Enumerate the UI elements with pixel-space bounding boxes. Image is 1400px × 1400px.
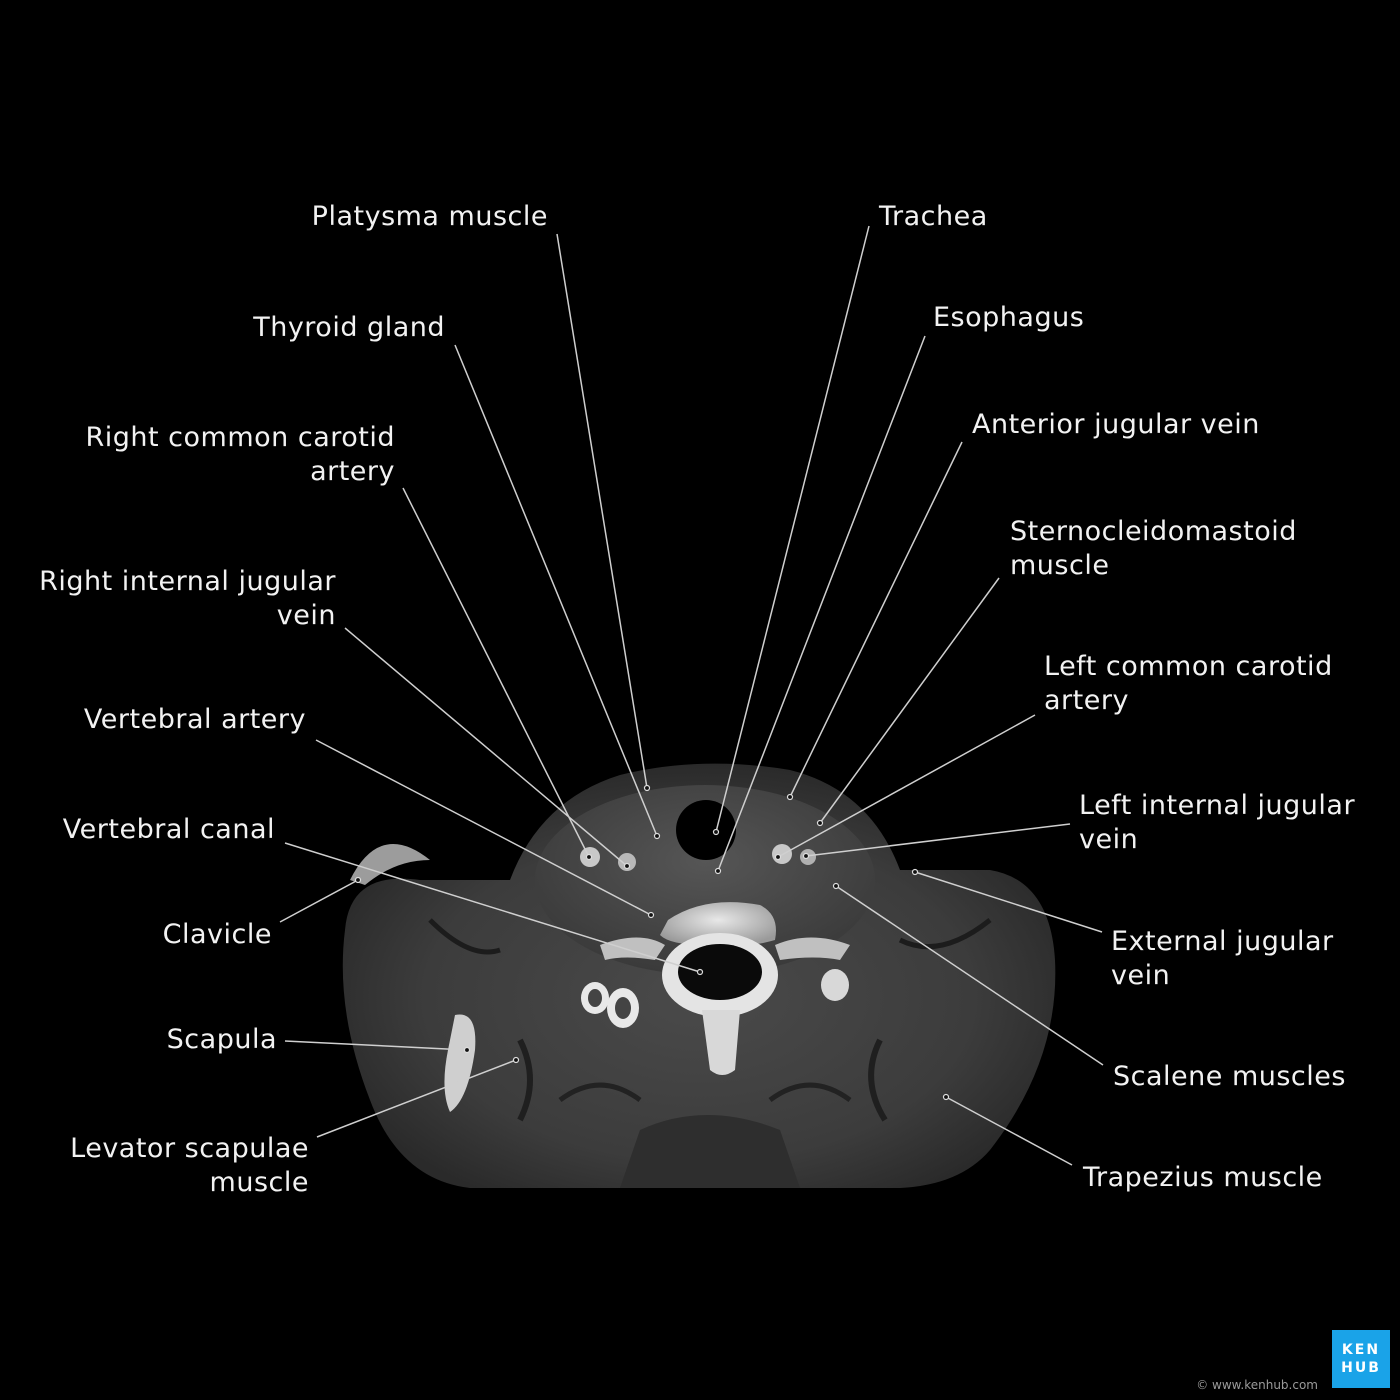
label-line-2: muscle	[1010, 550, 1110, 581]
label-line-1: Sternocleidomastoid	[1010, 516, 1297, 547]
label-line-2: artery	[310, 456, 395, 487]
label-scalene-muscles: Scalene muscles	[1113, 1061, 1346, 1092]
label-left-common-carotid-artery: Left common carotid artery	[1044, 650, 1333, 718]
scapula-bone	[444, 1014, 476, 1112]
label-vertebral-canal: Vertebral canal	[62, 814, 275, 845]
label-trachea: Trachea	[879, 201, 988, 232]
label-line-2: vein	[1079, 824, 1139, 855]
label-line-1: Levator scapulae	[70, 1133, 309, 1164]
label-line-1: Right common carotid	[85, 422, 395, 453]
label-right-internal-jugular-vein: Right internal jugular vein	[39, 565, 336, 633]
label-esophagus: Esophagus	[933, 302, 1085, 333]
label-levator-scapulae-muscle: Levator scapulae muscle	[70, 1132, 309, 1200]
label-left-internal-jugular-vein: Left internal jugular vein	[1079, 789, 1355, 857]
vertebra	[581, 902, 850, 1075]
label-vertebral-artery: Vertebral artery	[83, 704, 306, 735]
label-line-2: vein	[276, 600, 336, 631]
label-trapezius-muscle: Trapezius muscle	[1083, 1162, 1323, 1193]
label-anterior-jugular-vein: Anterior jugular vein	[972, 409, 1260, 440]
label-line-2: artery	[1044, 685, 1129, 716]
logo-text-top: KEN	[1341, 1342, 1381, 1358]
label-external-jugular-vein: External jugular vein	[1111, 925, 1334, 993]
leader-lines	[279, 225, 1104, 1166]
label-scapula: Scapula	[166, 1024, 277, 1055]
label-right-common-carotid-artery: Right common carotid artery	[85, 421, 395, 489]
copyright-text: © www.kenhub.com	[1196, 1378, 1318, 1392]
label-line-1: Right internal jugular	[39, 566, 336, 597]
label-sternocleidomastoid-muscle: Sternocleidomastoid muscle	[1010, 515, 1297, 583]
label-line-2: vein	[1111, 960, 1171, 991]
label-line-1: External jugular	[1111, 926, 1334, 957]
leader-dots	[354, 784, 950, 1101]
logo-text-bottom: HUB	[1341, 1360, 1381, 1376]
clavicle-bone	[350, 844, 430, 885]
kenhub-logo[interactable]: KEN HUB	[1332, 1330, 1390, 1388]
trachea-lumen	[676, 800, 736, 860]
label-platysma-muscle: Platysma muscle	[311, 201, 548, 232]
label-line-2: muscle	[209, 1167, 309, 1198]
label-line-1: Left common carotid	[1044, 651, 1333, 682]
label-clavicle: Clavicle	[162, 919, 272, 950]
label-thyroid-gland: Thyroid gland	[253, 312, 445, 343]
label-line-1: Left internal jugular	[1079, 790, 1356, 821]
